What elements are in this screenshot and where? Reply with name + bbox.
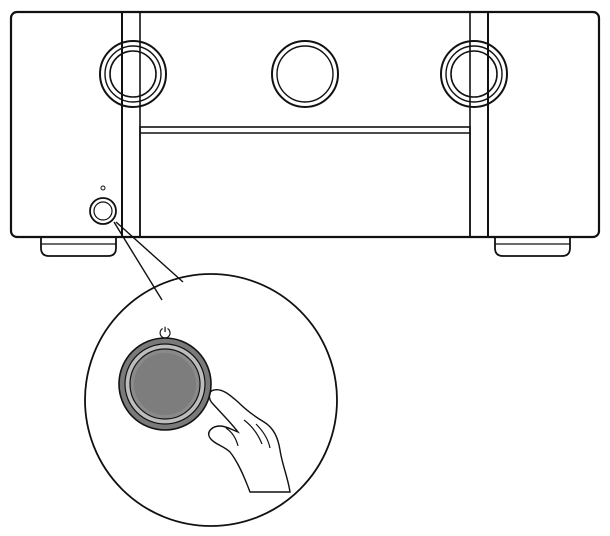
power-button-large[interactable] <box>118 337 212 431</box>
left-knob[interactable] <box>99 40 167 108</box>
power-indicator-led <box>100 185 106 191</box>
front-door-panel <box>139 126 471 238</box>
pointing-finger-icon <box>208 388 291 493</box>
right-knob[interactable] <box>440 40 508 108</box>
center-knob[interactable] <box>271 40 339 108</box>
left-foot <box>40 237 117 257</box>
callout-circle <box>84 273 338 527</box>
receiver-front-panel <box>9 10 601 257</box>
power-button-small[interactable] <box>89 197 117 225</box>
magnified-callout: ⏻ <box>84 273 338 527</box>
callout-leader <box>113 221 184 301</box>
right-foot <box>494 237 571 257</box>
